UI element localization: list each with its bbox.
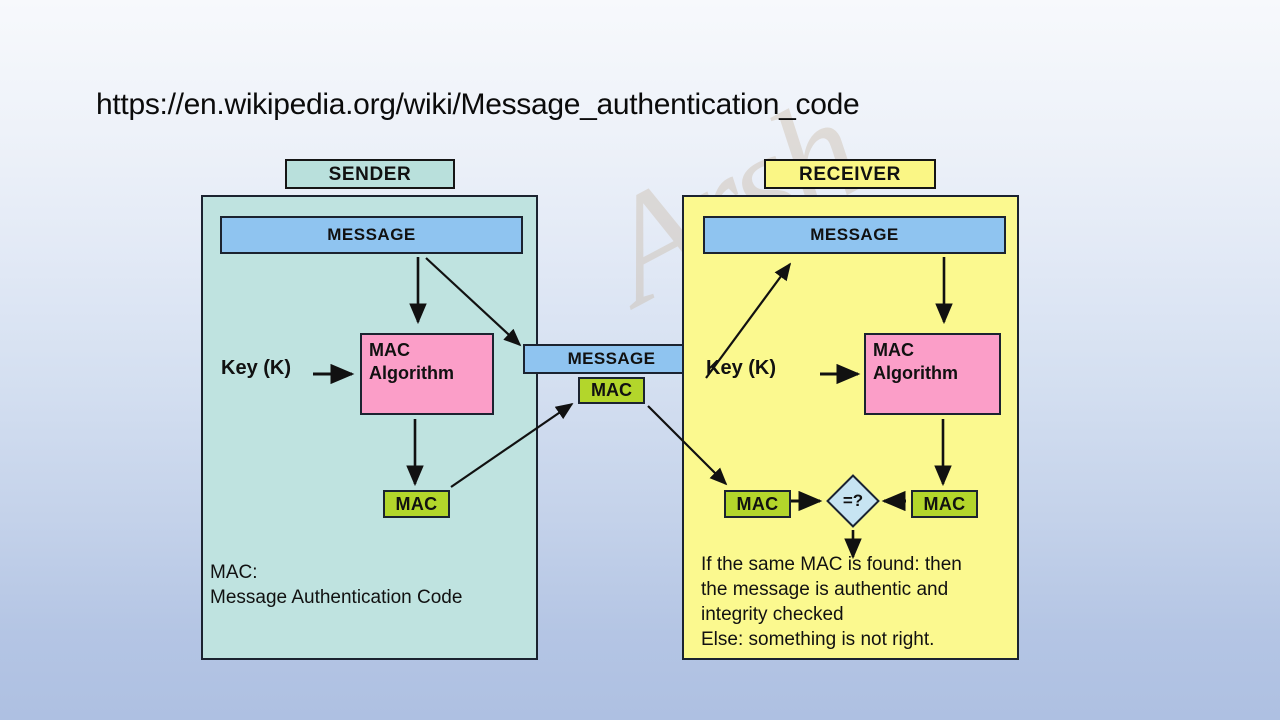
receiver-mac-algorithm-line1: MAC [873, 340, 914, 360]
mac-comparison-diamond: =? [824, 472, 882, 530]
page-title: https://en.wikipedia.org/wiki/Message_au… [96, 88, 860, 121]
sender-mac-algorithm-box: MAC Algorithm [360, 333, 494, 415]
sender-mac-box: MAC [383, 490, 450, 518]
sender-key-label: Key (K) [221, 357, 292, 379]
diamond-label: =? [842, 491, 864, 510]
sender-mac-algorithm-line1: MAC [369, 340, 410, 360]
sender-tab-label: SENDER [285, 159, 455, 189]
receiver-tab-label: RECEIVER [764, 159, 936, 189]
transmitted-mac-box: MAC [578, 377, 645, 404]
receiver-caption: If the same MAC is found: then the messa… [701, 554, 962, 651]
sender-caption: MAC: Message Authentication Code [210, 562, 463, 609]
receiver-mac-algorithm-box: MAC Algorithm [864, 333, 1001, 415]
transmitted-message-box: MESSAGE [523, 344, 700, 374]
sender-mac-algorithm-line2: Algorithm [369, 362, 454, 383]
receiver-message-box: MESSAGE [703, 216, 1006, 254]
receiver-mac-algorithm-line2: Algorithm [873, 362, 958, 383]
sender-message-box: MESSAGE [220, 216, 523, 254]
receiver-panel: MESSAGE MAC Algorithm Key (K) MAC MAC If… [682, 195, 1019, 660]
sender-panel: MESSAGE MAC Algorithm Key (K) MAC MAC: M… [201, 195, 538, 660]
receiver-key-label: Key (K) [706, 357, 777, 379]
receiver-received-mac-box: MAC [724, 490, 791, 518]
receiver-computed-mac-box: MAC [911, 490, 978, 518]
